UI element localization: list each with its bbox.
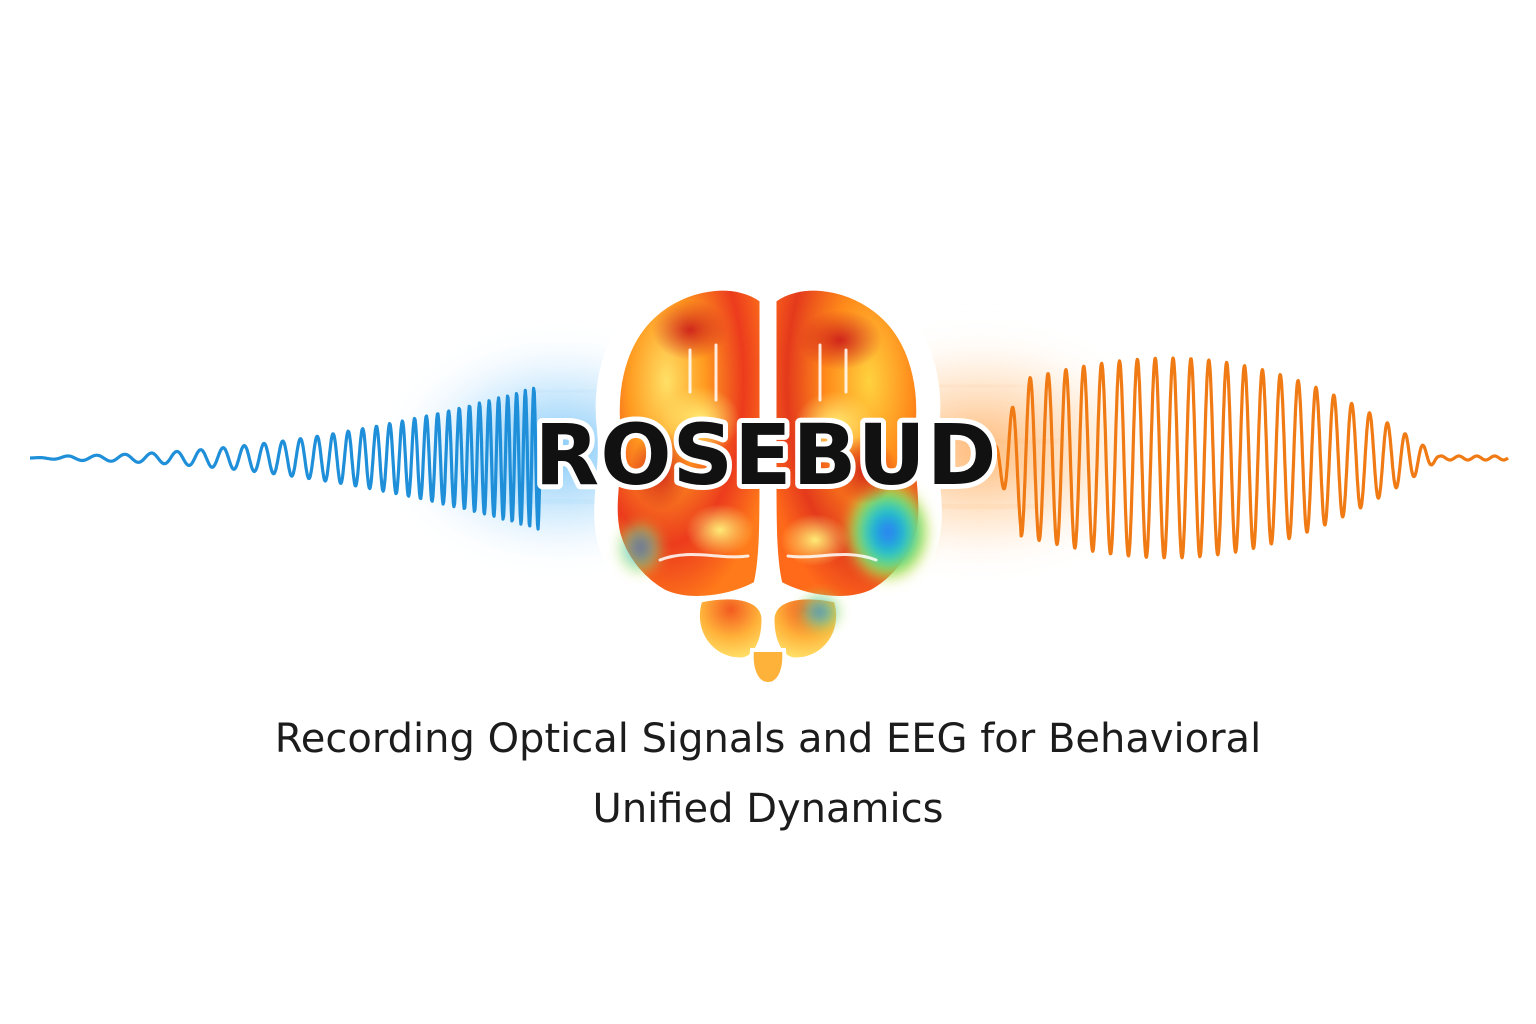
logo-subtitle-line-2: Unified Dynamics (592, 786, 944, 832)
light-streaks (470, 385, 1060, 508)
orange-waveform-icon (988, 356, 1510, 560)
blue-waveform-icon (29, 386, 542, 531)
logo-subtitle-line-1: Recording Optical Signals and EEG for Be… (274, 716, 1262, 762)
brain-heatmap-icon (594, 268, 942, 693)
logo-title: ROSEBUD (535, 406, 998, 504)
